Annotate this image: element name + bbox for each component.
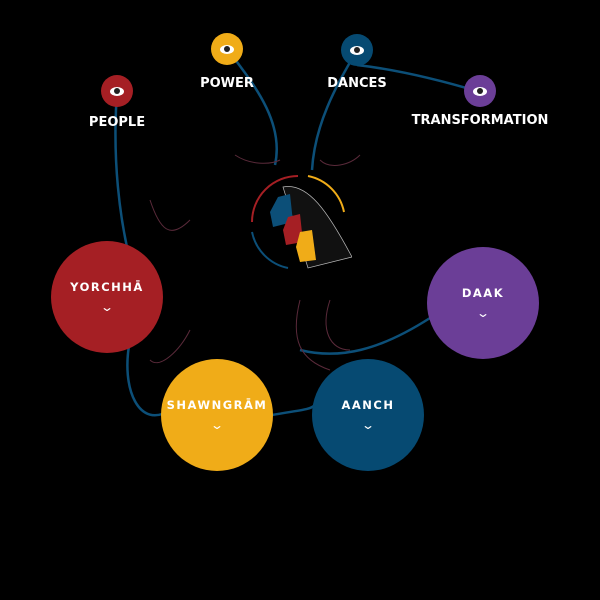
dancers-logo [248, 172, 353, 270]
section-label: SHAWNGRĀM [166, 398, 268, 412]
chevron-down-icon: ⌄ [360, 418, 376, 432]
section-daak-button[interactable]: DAAK ⌄ [427, 247, 539, 359]
theme-dances-button[interactable] [341, 34, 373, 66]
theme-people-label: PEOPLE [88, 115, 146, 130]
theme-transformation-button[interactable] [464, 75, 496, 107]
theme-people-button[interactable] [101, 75, 133, 107]
section-label: YORCHHĀ [70, 280, 144, 294]
section-label: AANCH [341, 398, 395, 412]
theme-transformation-label: TRANSFORMATION [411, 113, 549, 128]
chevron-down-icon: ⌄ [209, 418, 225, 432]
eye-icon [110, 86, 124, 96]
theme-power-label: POWER [200, 76, 254, 91]
section-shawngram-button[interactable]: SHAWNGRĀM ⌄ [161, 359, 273, 471]
section-label: DAAK [461, 286, 505, 300]
theme-dances-label: DANCES [327, 76, 387, 91]
section-aanch-button[interactable]: AANCH ⌄ [312, 359, 424, 471]
eye-icon [220, 44, 234, 54]
chevron-down-icon: ⌄ [475, 306, 491, 320]
eye-icon [350, 45, 364, 55]
chevron-down-icon: ⌄ [99, 300, 115, 314]
theme-power-button[interactable] [211, 33, 243, 65]
eye-icon [473, 86, 487, 96]
section-yorchha-button[interactable]: YORCHHĀ ⌄ [51, 241, 163, 353]
